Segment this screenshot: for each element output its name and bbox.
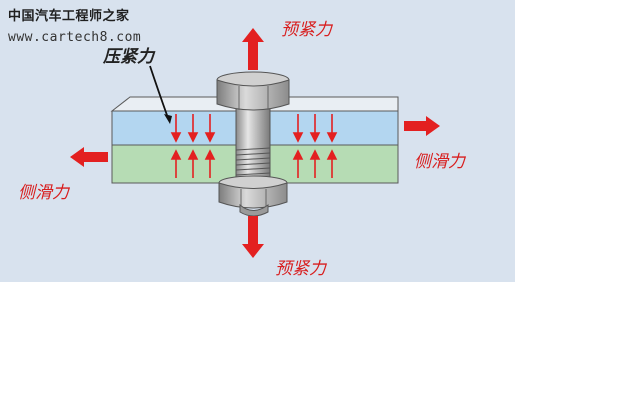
bolt-head bbox=[216, 71, 290, 111]
side-slip-label-right: 侧滑力 bbox=[414, 152, 465, 172]
watermark-site-name: 中国汽车工程师之家 bbox=[8, 9, 130, 24]
nut bbox=[218, 175, 288, 217]
clamp-arrows-down bbox=[170, 114, 338, 143]
clamp-arrows-up bbox=[170, 149, 338, 178]
side-slip-arrow-left bbox=[70, 147, 108, 167]
preload-arrow-down bbox=[242, 216, 264, 258]
clamp-force-label: 压紧力 bbox=[103, 47, 154, 67]
preload-label-top: 预紧力 bbox=[281, 20, 332, 40]
preload-arrow-up bbox=[242, 28, 264, 70]
clamp-force-leader bbox=[149, 65, 172, 124]
side-slip-arrow-right bbox=[404, 116, 440, 136]
side-slip-label-left: 侧滑力 bbox=[18, 183, 69, 203]
preload-label-bottom: 预紧力 bbox=[275, 259, 326, 279]
watermark-url: www.cartech8.com bbox=[8, 30, 142, 45]
